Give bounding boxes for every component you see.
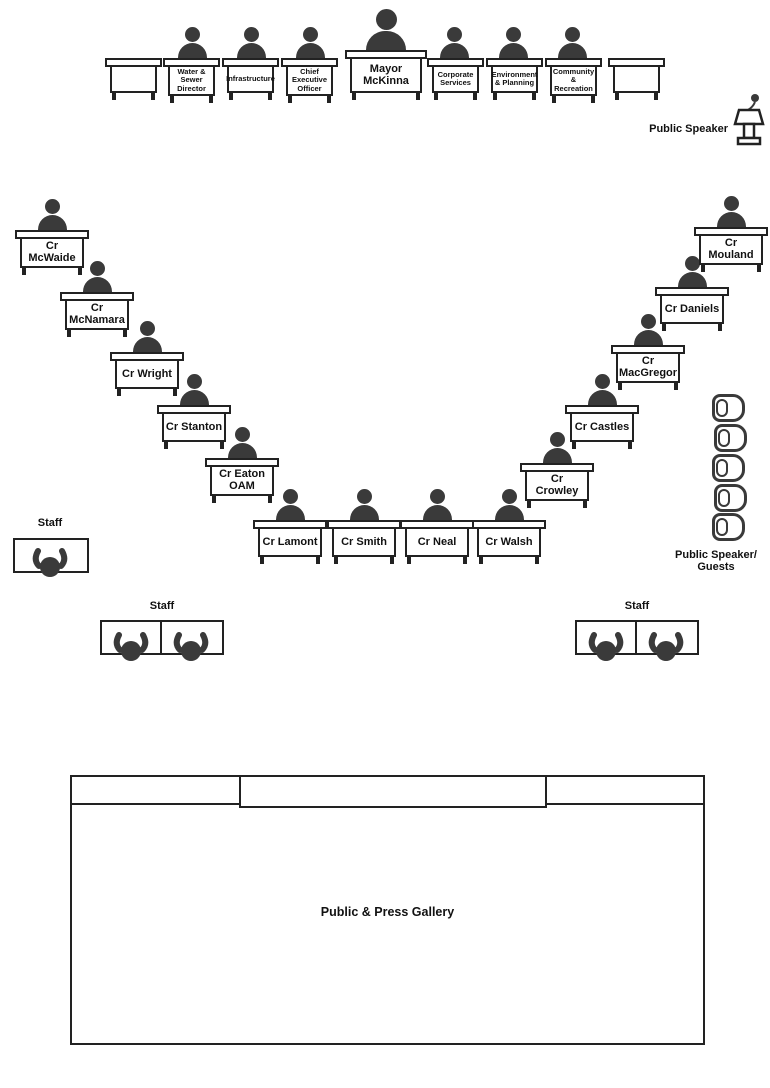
councillor-desk-mouland: Cr Mouland [694, 227, 768, 272]
councillor-desk-neal: Cr Neal [400, 520, 474, 564]
councillor-desk-mcnamara: Cr McNamara [60, 292, 134, 337]
gallery-title: Public & Press Gallery [320, 905, 455, 919]
desk-community-recreation: Community & Recreation [545, 58, 602, 103]
desk-label: Cr Wright [115, 361, 179, 389]
person-icon [555, 27, 589, 58]
desk-empty-right [608, 58, 665, 100]
desk-label: Cr Mouland [699, 236, 763, 265]
desk-label: Cr McNamara [65, 301, 129, 330]
guest-chair-icon [714, 484, 747, 512]
gallery-entry-box [239, 777, 547, 808]
mayor-person-icon [363, 9, 409, 50]
desk-label: Environment & Planning [491, 67, 538, 93]
desk-label [110, 67, 157, 93]
guests-label-line2: Guests [697, 561, 735, 573]
guest-chair-icon [712, 513, 745, 541]
councillor-desk-wright: Cr Wright [110, 352, 184, 396]
guest-chair-icon [712, 454, 745, 482]
desk-label: Cr Daniels [660, 296, 724, 324]
desk-environment-planning: Environment & Planning [486, 58, 543, 100]
staff-bottom-right-label: Staff [624, 600, 650, 612]
desk-label: Infrastructure [226, 67, 275, 93]
desk-label: Cr MacGregor [616, 354, 680, 383]
guests-label: Public Speaker/ Guests [662, 549, 770, 573]
person-icon [714, 196, 748, 227]
person-icon [437, 27, 471, 58]
person-icon [293, 27, 327, 58]
desk-label [613, 67, 660, 93]
staff-person-icon [32, 548, 68, 577]
staff-bottom-left-label: Staff [149, 600, 175, 612]
desk-label: Cr McWaide [20, 239, 84, 268]
person-icon [420, 489, 454, 520]
person-icon [496, 27, 530, 58]
staff-person-icon [173, 632, 209, 661]
desk-water-sewer-director: Water & Sewer Director [163, 58, 220, 103]
desk-label: Chief Executive Officer [286, 67, 333, 97]
desk-label: Cr Walsh [477, 529, 541, 557]
councillor-desk-eaton-oam: Cr Eaton OAM [205, 458, 279, 503]
desk-label: Cr Crowley [525, 472, 589, 501]
councillor-desk-daniels: Cr Daniels [655, 287, 729, 331]
desk-label: Cr Neal [405, 529, 469, 557]
councillor-desk-walsh: Cr Walsh [472, 520, 546, 564]
councillor-desk-macgregor: Cr MacGregor [611, 345, 685, 390]
councillor-desk-castles: Cr Castles [565, 405, 639, 449]
desk-infrastructure: Infrastructure [222, 58, 279, 100]
desk-label: Mayor McKinna [350, 59, 422, 93]
councillor-desk-mcwaide: Cr McWaide [15, 230, 89, 275]
lectern-icon [733, 94, 765, 146]
person-icon [130, 321, 164, 352]
councillor-desk-crowley: Cr Crowley [520, 463, 594, 508]
guests-label-line1: Public Speaker/ [675, 549, 757, 561]
desk-label: Cr Castles [570, 414, 634, 442]
councillor-desk-stanton: Cr Stanton [157, 405, 231, 449]
staff-person-icon [648, 632, 684, 661]
staff-left-label: Staff [37, 517, 63, 529]
person-icon [234, 27, 268, 58]
desk-label: Cr Smith [332, 529, 396, 557]
guest-chair-icon [714, 424, 747, 452]
desk-label: Water & Sewer Director [168, 67, 215, 97]
desk-label: Corporate Services [432, 67, 479, 93]
desk-chief-executive-officer: Chief Executive Officer [281, 58, 338, 103]
public-press-gallery: Public & Press Gallery [70, 775, 705, 1045]
councillor-desk-lamont: Cr Lamont [253, 520, 327, 564]
desk-label: Cr Stanton [162, 414, 226, 442]
desk-corporate-services: Corporate Services [427, 58, 484, 100]
public-speaker-label: Public Speaker [649, 123, 728, 135]
guest-chair-icon [712, 394, 745, 422]
staff-person-icon [588, 632, 624, 661]
mayor-desk: Mayor McKinna [345, 50, 427, 100]
staff-person-icon [113, 632, 149, 661]
desk-empty-left [105, 58, 162, 100]
desk-label: Community & Recreation [550, 67, 597, 97]
person-icon [347, 489, 381, 520]
person-icon [175, 27, 209, 58]
desk-label: Cr Lamont [258, 529, 322, 557]
councillor-desk-smith: Cr Smith [327, 520, 401, 564]
desk-label: Cr Eaton OAM [210, 467, 274, 496]
person-icon [35, 199, 69, 230]
